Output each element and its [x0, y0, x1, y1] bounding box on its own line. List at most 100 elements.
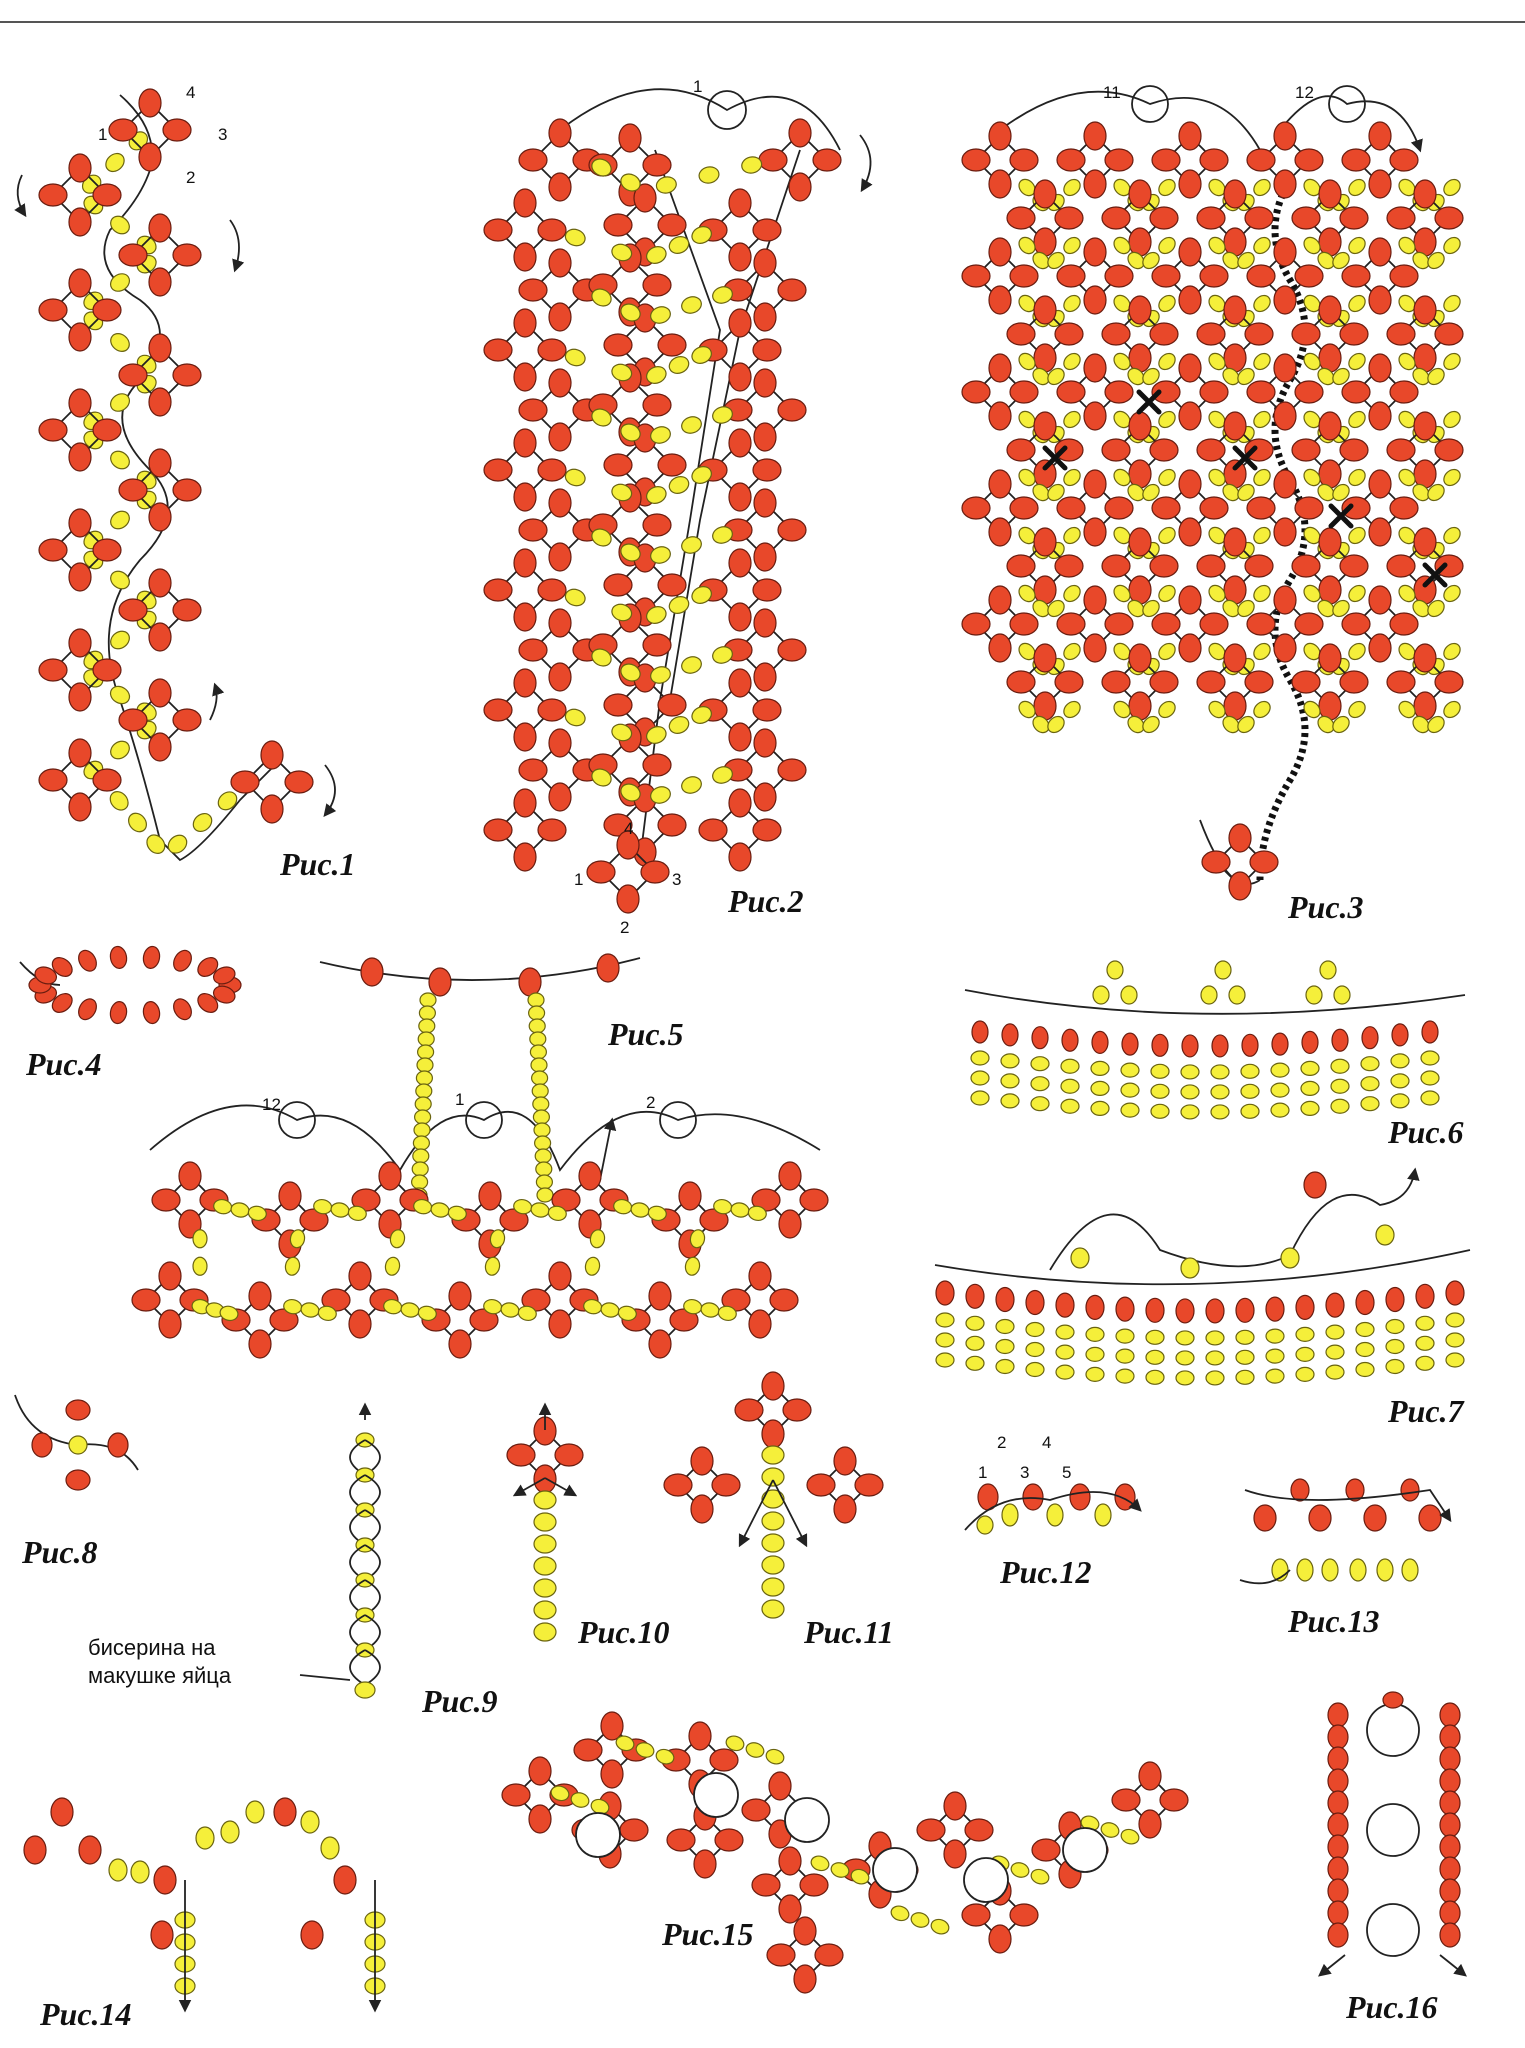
red-bead	[172, 363, 202, 387]
red-bead	[38, 418, 68, 442]
yellow-bead	[611, 603, 633, 622]
yellow-bead	[1127, 367, 1145, 386]
yellow-bead	[1398, 178, 1416, 197]
yellow-bead	[411, 1161, 429, 1177]
yellow-bead	[1415, 1315, 1435, 1331]
yellow-bead	[1060, 1098, 1080, 1114]
red-bead	[212, 966, 236, 985]
red-bead	[1339, 554, 1369, 578]
red-bead	[118, 598, 148, 622]
red-bead	[51, 993, 73, 1013]
red-bead	[78, 1835, 102, 1865]
red-bead	[518, 638, 548, 662]
yellow-bead	[761, 1445, 785, 1465]
red-bead	[1291, 322, 1321, 346]
yellow-bead	[970, 1070, 990, 1086]
yellow-bead	[1222, 251, 1240, 270]
red-bead	[158, 1309, 182, 1339]
red-bead	[1439, 1746, 1461, 1772]
red-bead	[1361, 1026, 1379, 1050]
red-bead	[778, 1894, 802, 1924]
yellow-bead	[1113, 236, 1131, 255]
red-bead	[1246, 612, 1276, 636]
figure-8: Рис.8	[14, 1394, 139, 1570]
yellow-bead	[1158, 178, 1176, 197]
red-bead	[1246, 380, 1276, 404]
yellow-bead	[220, 1820, 240, 1844]
red-bead	[1009, 612, 1039, 636]
red-bead	[51, 957, 73, 977]
yellow-bead	[484, 1256, 501, 1276]
red-bead	[38, 768, 68, 792]
red-bead	[1244, 670, 1274, 694]
yellow-bead	[1032, 599, 1050, 618]
red-bead	[1386, 670, 1416, 694]
yellow-bead	[1445, 1332, 1465, 1348]
yellow-bead	[1390, 1073, 1410, 1089]
red-bead	[554, 1443, 584, 1467]
red-bead	[728, 788, 752, 818]
yellow-bead	[691, 346, 712, 364]
red-bead	[118, 478, 148, 502]
red-bead	[513, 482, 537, 512]
red-bead	[300, 1920, 324, 1950]
red-bead	[1418, 1504, 1442, 1532]
yellow-bead	[650, 306, 671, 324]
yellow-bead	[1420, 1070, 1440, 1086]
red-bead	[1318, 343, 1342, 373]
fig15-ring	[693, 1772, 739, 1818]
red-bead	[1001, 1023, 1019, 1047]
yellow-bead	[1443, 410, 1461, 429]
red-bead	[273, 1797, 297, 1827]
red-bead	[988, 517, 1012, 547]
figure-2: 1 1 2 3 4 Рис.2	[483, 77, 873, 937]
yellow-bead	[1000, 1093, 1020, 1109]
red-bead	[642, 513, 672, 537]
red-bead	[548, 248, 572, 278]
yellow-bead	[650, 666, 671, 684]
yellow-bead	[1180, 1104, 1200, 1120]
red-bead	[752, 458, 782, 482]
yellow-bead	[1208, 352, 1226, 371]
yellow-bead	[591, 408, 612, 427]
yellow-bead	[1295, 1366, 1315, 1382]
yellow-bead	[1142, 715, 1160, 734]
red-bead	[151, 1188, 181, 1212]
red-bead	[1223, 575, 1247, 605]
fig12-caption: Рис.12	[999, 1554, 1092, 1590]
fig3-caption: Рис.3	[1287, 889, 1364, 925]
red-bead	[518, 758, 548, 782]
fig9-note-leader	[299, 1674, 351, 1681]
yellow-bead	[1222, 715, 1240, 734]
yellow-bead	[668, 596, 690, 614]
red-bead	[1054, 322, 1084, 346]
yellow-bead	[1303, 178, 1321, 197]
red-bead	[360, 957, 384, 987]
yellow-bead	[1443, 584, 1461, 603]
yellow-bead	[1000, 1073, 1020, 1089]
yellow-bead	[1270, 1082, 1290, 1098]
yellow-bead	[1253, 352, 1271, 371]
yellow-bead	[591, 158, 612, 177]
red-bead	[1327, 1702, 1349, 1728]
thread-segment	[964, 1491, 1142, 1531]
yellow-bead	[1325, 1364, 1345, 1380]
red-bead	[284, 770, 314, 794]
red-bead	[1253, 1504, 1277, 1532]
fig11-caption: Рис.11	[803, 1614, 894, 1650]
yellow-bead	[489, 1229, 506, 1249]
red-bead	[777, 278, 807, 302]
yellow-bead	[412, 1148, 430, 1164]
yellow-bead	[1208, 584, 1226, 603]
red-bead	[68, 388, 92, 418]
red-bead	[548, 422, 572, 452]
yellow-bead	[1317, 599, 1335, 618]
yellow-bead	[1063, 584, 1081, 603]
red-bead	[478, 1181, 502, 1211]
yellow-bead	[810, 1855, 830, 1872]
thread-segment	[1239, 1569, 1291, 1585]
yellow-bead	[1415, 1335, 1435, 1351]
yellow-bead	[1265, 1368, 1285, 1384]
red-bead	[768, 1771, 792, 1801]
yellow-bead	[620, 543, 641, 562]
